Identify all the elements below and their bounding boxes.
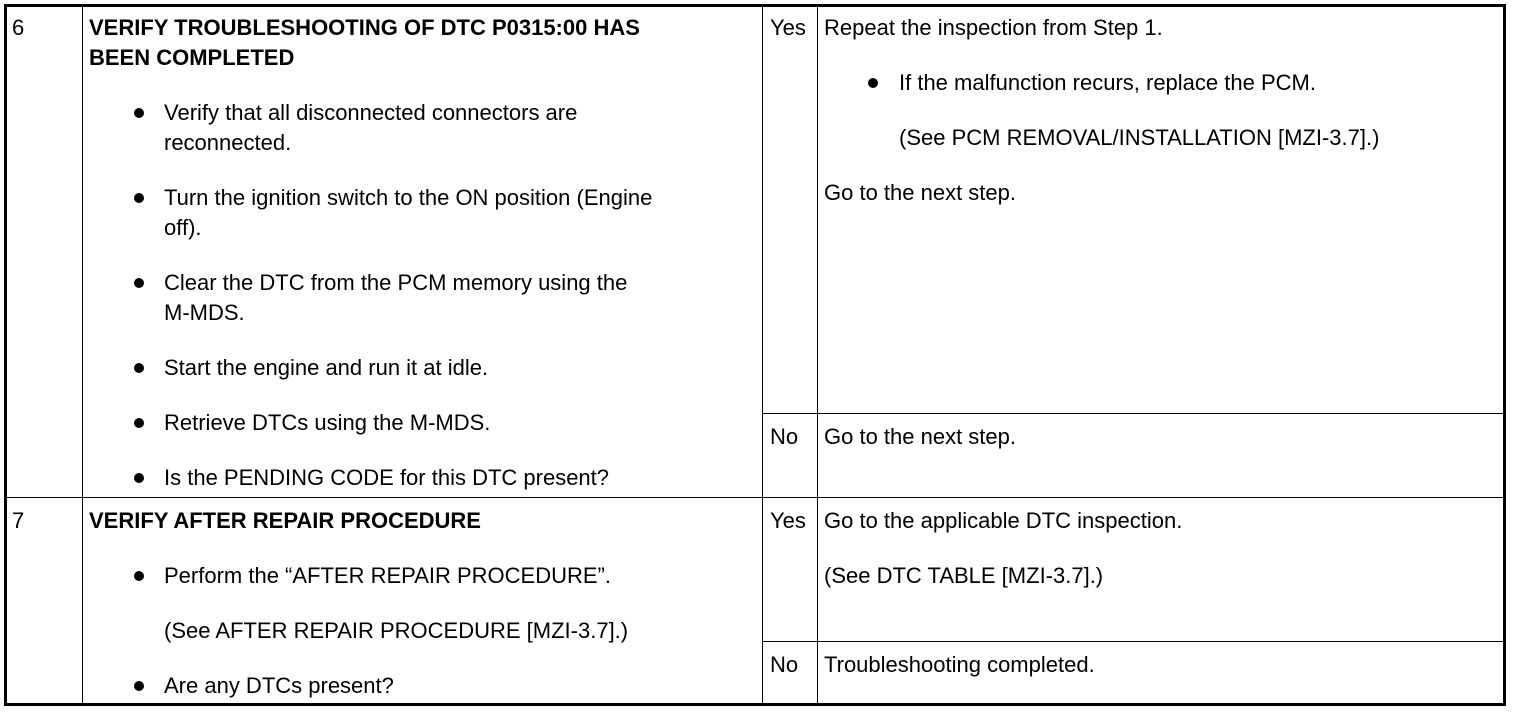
no-label: No — [770, 424, 799, 449]
instruction-item: Retrieve DTCs using the M-MDS. — [164, 410, 491, 435]
row6-yes-no-divider — [762, 413, 1506, 414]
yes-action-reference: (See DTC TABLE [MZI-3.7].) — [824, 563, 1104, 588]
instruction-item: Start the engine and run it at idle. — [164, 355, 489, 380]
bullet-icon — [134, 681, 144, 691]
bullet-icon — [134, 278, 144, 288]
row7-yes-no-divider — [762, 641, 1506, 642]
instruction-item: Is the PENDING CODE for this DTC present… — [164, 465, 610, 490]
bullet-icon — [134, 363, 144, 373]
step-number: 6 — [12, 15, 25, 40]
instruction-reference: (See AFTER REPAIR PROCEDURE [MZI-3.7].) — [164, 618, 629, 643]
instruction-item: Are any DTCs present? — [164, 673, 394, 698]
troubleshooting-table — [4, 4, 1506, 706]
yes-action-reference: (See PCM REMOVAL/INSTALLATION [MZI-3.7].… — [899, 125, 1380, 150]
row-divider-6-7 — [4, 497, 1506, 498]
yes-action-bullet: If the malfunction recurs, replace the P… — [899, 70, 1316, 95]
instruction-item: Verify that all disconnected connectors … — [164, 100, 578, 155]
no-label: No — [770, 652, 799, 677]
instruction-item: Perform the “AFTER REPAIR PROCEDURE”. — [164, 563, 611, 588]
instruction-item: Clear the DTC from the PCM memory using … — [164, 270, 628, 325]
column-divider-action — [817, 4, 818, 706]
step-title: VERIFY AFTER REPAIR PROCEDURE — [89, 508, 481, 533]
yes-action-next: Go to the next step. — [824, 180, 1017, 205]
yes-label: Yes — [770, 508, 806, 533]
no-action: Go to the next step. — [824, 424, 1017, 449]
step-title-line: BEEN COMPLETED — [89, 45, 295, 70]
bullet-icon — [134, 571, 144, 581]
column-divider-number — [82, 4, 83, 706]
step-title-line: VERIFY TROUBLESHOOTING OF DTC P0315:00 H… — [89, 15, 640, 40]
bullet-icon — [134, 108, 144, 118]
column-divider-answer — [762, 4, 763, 706]
step-number: 7 — [12, 508, 25, 533]
instruction-item: Turn the ignition switch to the ON posit… — [164, 185, 653, 240]
step-title: VERIFY TROUBLESHOOTING OF DTC P0315:00 H… — [89, 13, 640, 73]
yes-action: Go to the applicable DTC inspection. — [824, 508, 1183, 533]
bullet-icon — [134, 473, 144, 483]
bullet-icon — [134, 193, 144, 203]
yes-action: Repeat the inspection from Step 1. — [824, 15, 1163, 40]
no-action: Troubleshooting completed. — [824, 652, 1095, 677]
bullet-icon — [868, 78, 878, 88]
yes-label: Yes — [770, 15, 806, 40]
bullet-icon — [134, 418, 144, 428]
